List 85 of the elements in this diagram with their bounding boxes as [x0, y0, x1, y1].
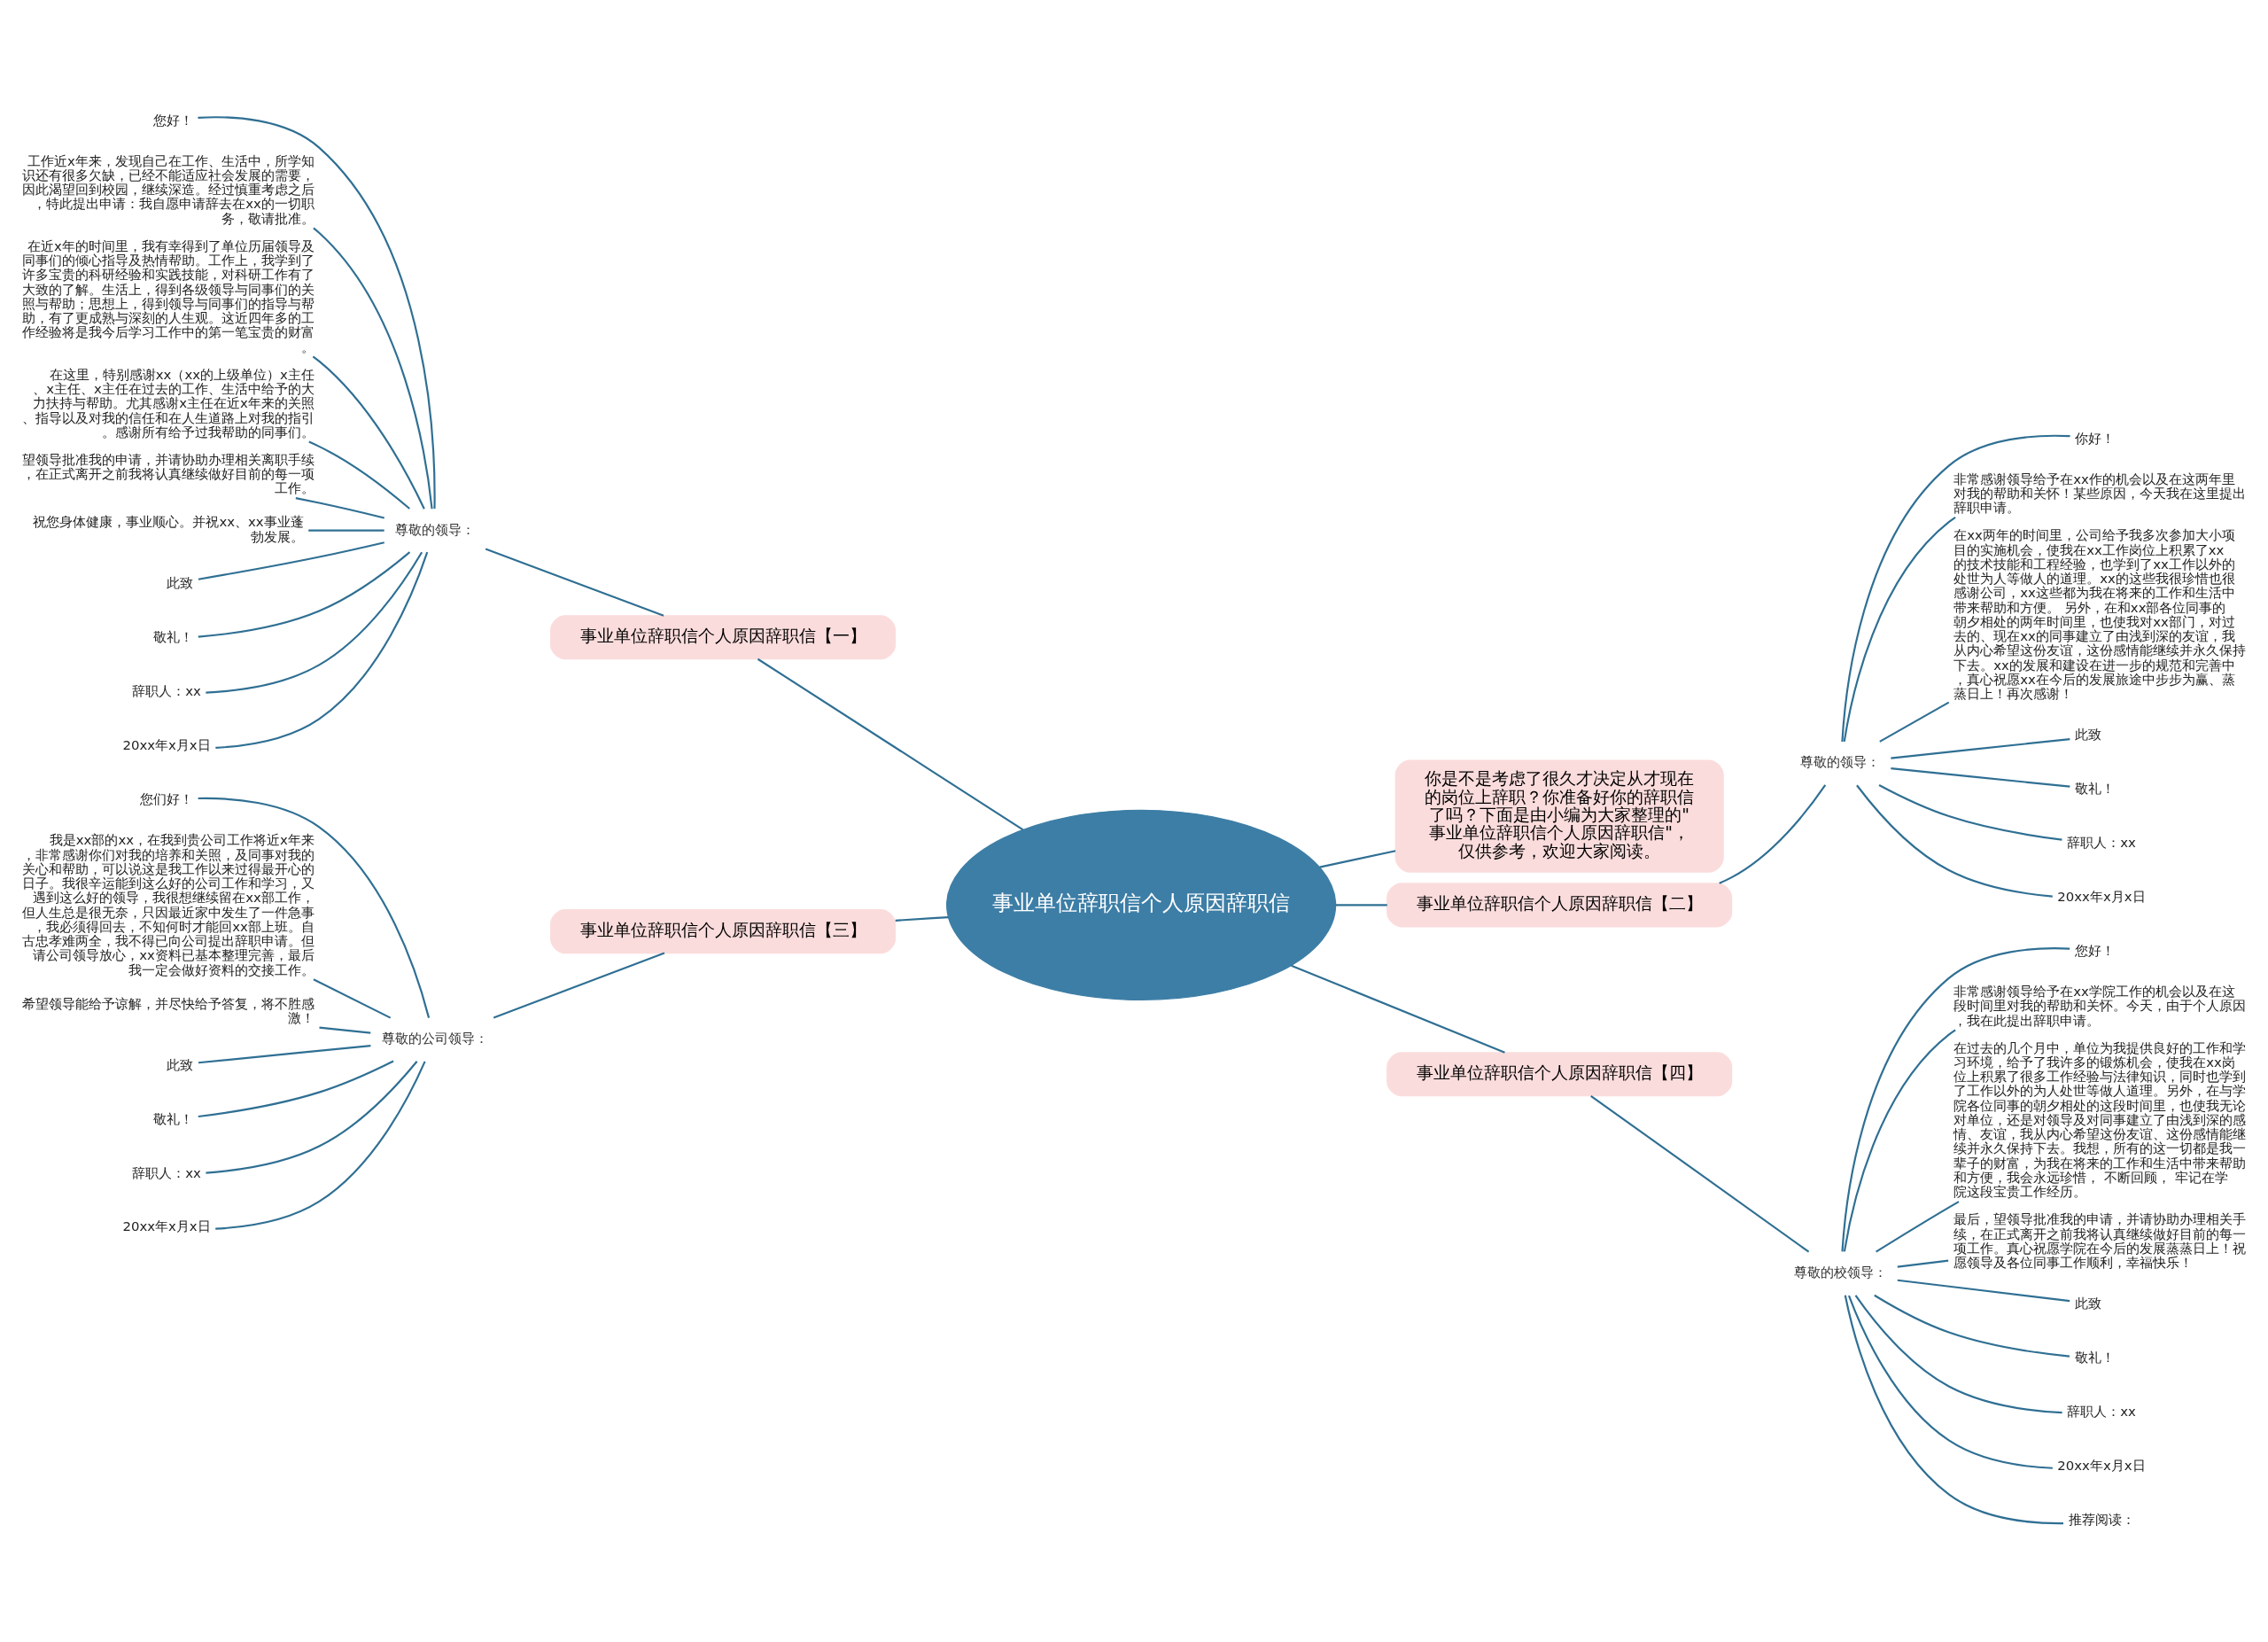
node-text: 尊敬的领导： [1800, 754, 1881, 771]
connector [1876, 1201, 1960, 1253]
node-text: 推荐阅读： [2068, 1511, 2135, 1528]
node-text: 20xx年x月x日 [2057, 888, 2146, 905]
node-box: 事业单位辞职信个人原因辞职信【三】 [550, 909, 897, 954]
node-ellipse: 事业单位辞职信个人原因辞职信 [946, 809, 1337, 1000]
node-text: 20xx年x月x日 [122, 1218, 211, 1235]
connector [198, 797, 431, 1018]
node-text: 辞职人：xx [132, 1164, 201, 1181]
connector [198, 1045, 371, 1064]
node-text: 您好！ [153, 112, 194, 128]
connector [198, 551, 411, 638]
connector [1897, 1259, 1949, 1268]
node-text: 尊敬的校领导： [1793, 1264, 1887, 1280]
node-text: 在过去的几个月中，单位为我提供良好的工作和学习环境，给予了我许多的锻炼机会，使我在xx岗位上积累了很多工作经验与法律知识，同时也学到了工作以外的为人处世等做人道理。另外，在与学院各位同事的朝夕相处的这段时间里，也使我无论对单位，还是对领导及对同事建立了由浅到深的感情、友谊，我从内心希望这份友谊、这份感情能继续并永久保持下去。我想，所有的这一切都是我一辈子的财富，为我在将来的工作和生活中带来帮助和方便，我会永远珍惜， 不断回顾， 牢记在学院这段宝贵工作经历。 [1953, 1039, 2247, 1201]
node-text: 辞职人：xx [2067, 835, 2136, 852]
connector [895, 915, 949, 922]
connector [1291, 964, 1505, 1054]
connector [215, 1061, 426, 1230]
connector [319, 1026, 371, 1034]
node-text: 祝您身体健康，事业顺心。并祝xx、xx事业蓬勃发展。 [33, 514, 304, 545]
connector [1319, 850, 1396, 868]
connector [1891, 767, 2070, 788]
connector [1897, 1279, 2070, 1303]
connector [1843, 1029, 1956, 1252]
node-text: 我是xx部的xx，在我到贵公司工作将近x年来，非常感谢你们对我的培养和关照，及同事对我的关心和帮助，可以说这是我工作以来过得最开心的日子。我很辛运能到这么好的公司工作和学习，又遇到这么好的领导，我很想继续留在xx部工作，但人生总是很无奈，只因最近家中发生了一件急事，我必须得回去，不知何时才能回xx部上班。自古忠孝难两全，我不得已向公司提出辞职申请。但请公司领导放心，xx资料已基本整理完善，最后我一定会做好资料的交接工作。 [21, 832, 315, 978]
node-text: 在xx两年的时间里，公司给予我多次参加大小项目的实施机会，使我在xx工作岗位上积累了xx的技术技能和工程经验，也学到了xx工作以外的处世为人等做人的道理。xx的这些我很珍惜也很感谢公司，xx这些都为我在将来的工作和生活中带来帮助和方便。 另外，在和xx部各位同事的朝夕相处的两年时间里，也使我对xx部门，对过去的、现在xx的同事建立了由浅到深的友谊，我从内心希望这份友谊，这份感情能继续并永久保持下去。xx的发展和建设在进一步的规范和完善中，真心祝愿xx在今后的发展旅途中步步为赢、蒸蒸日上！再次感谢！ [1953, 527, 2247, 703]
connector [757, 658, 1024, 831]
node-text: 敬礼！ [153, 1110, 194, 1127]
node-text: 希望领导能给予谅解，并尽快给予答复，将不胜感激！ [21, 995, 315, 1026]
node-box: 你是不是考虑了很久才决定从才现在的岗位上辞职？你准备好你的辞职信了吗？下面是由小编为大家整理的"事业单位辞职信个人原因辞职信"，仅供参考，欢迎大家阅读。 [1394, 759, 1724, 873]
connector [1879, 701, 1950, 743]
connector [1844, 1295, 2063, 1525]
node-text: 非常感谢领导给予在xx作的机会以及在这两年里对我的帮助和关怀！某些原因，今天我在这里提出辞职申请。 [1953, 471, 2247, 517]
node-text: 辞职人：xx [2067, 1404, 2136, 1420]
node-box: 事业单位辞职信个人原因辞职信【一】 [550, 615, 897, 660]
connector [1841, 947, 2070, 1252]
connector [313, 227, 433, 510]
connector [1843, 517, 1956, 743]
node-box: 事业单位辞职信个人原因辞职信【二】 [1386, 883, 1733, 928]
connector [308, 529, 384, 532]
node-text: 工作近x年来，发现自己在工作、生活中，所学知识还有很多欠缺，已经不能适应社会发展的需要，因此渴望回到校园，继续深造。经过慎重考虑之后，特此提出申请：我自愿申请辞去在xx的一切职务，敬请批准。 [21, 152, 315, 227]
connector [1590, 1094, 1810, 1253]
connector [1847, 1295, 2053, 1469]
connector [485, 548, 664, 617]
node-text: 敬礼！ [153, 629, 194, 646]
connector [493, 952, 665, 1019]
connector [1854, 1295, 2062, 1414]
connector [198, 541, 384, 580]
connector [1874, 1294, 2070, 1358]
node-text: 尊敬的领导： [394, 521, 475, 538]
connector [313, 978, 392, 1019]
connector [206, 1061, 418, 1174]
connector [1891, 738, 2070, 759]
node-text: 您们好！ [140, 791, 194, 808]
connector [1335, 904, 1387, 907]
node-text: 此致 [2074, 727, 2101, 743]
node-text: 望领导批准我的申请，并请协助办理相关离职手续，在正式离开之前我将认真继续做好目前的每一项工作。 [21, 451, 315, 497]
connector [1856, 784, 2053, 898]
node-text: 此致 [2074, 1296, 2101, 1312]
node-text: 非常感谢领导给予在xx学院工作的机会以及在这段时间里对我的帮助和关怀。今天，由于个人原因，我在此提出辞职申请。 [1953, 983, 2247, 1029]
connector [198, 116, 436, 510]
node-text: 此致 [167, 575, 194, 592]
node-text: 尊敬的公司领导： [381, 1030, 488, 1047]
connector [1841, 434, 2070, 743]
connector [206, 551, 423, 694]
connector [1719, 784, 1827, 884]
node-text: 最后，望领导批准我的申请，并请协助办理相关手续，在正式离开之前我将认真继续做好目前的每一项工作。真心祝愿学院在今后的发展蒸蒸日上！祝愿领导及各位同事工作顺利，幸福快乐！ [1953, 1211, 2247, 1272]
node-text: 20xx年x月x日 [122, 737, 211, 754]
connector [308, 440, 410, 510]
connector [215, 551, 429, 749]
node-text: 您好！ [2074, 942, 2115, 959]
node-text: 辞职人：xx [132, 683, 201, 700]
node-text: 敬礼！ [2074, 781, 2115, 798]
node-text: 敬礼！ [2074, 1350, 2115, 1366]
connector [312, 355, 425, 510]
node-text: 此致 [167, 1056, 194, 1073]
node-text: 20xx年x月x日 [2057, 1458, 2146, 1475]
node-text: 在近x年的时间里，我有幸得到了单位历届领导及同事们的倾心指导及热情帮助。工作上，我学到了许多宝贵的科研经验和实践技能，对科研工作有了大致的了解。生活上，得到各级领导与同事们的关照与帮助；思想上，得到领导与同事们的指导与帮助，有了更成熟与深刻的人生观。这近四年多的工作经验将是我今后学习工作中的第一笔宝贵的财富。 [21, 237, 315, 355]
node-text: 在这里，特别感谢xx（xx的上级单位）x主任、x主任、x主任在过去的工作、生活中给予的大力扶持与帮助。尤其感谢x主任在近x年来的关照、指导以及对我的信任和在人生道路上对我的指引。感谢所有给予过我帮助的同事们。 [21, 366, 315, 440]
connector [198, 1060, 394, 1118]
connector [295, 497, 384, 519]
connector [1878, 784, 2062, 841]
node-text: 你好！ [2074, 430, 2115, 447]
node-box: 事业单位辞职信个人原因辞职信【四】 [1386, 1052, 1733, 1097]
